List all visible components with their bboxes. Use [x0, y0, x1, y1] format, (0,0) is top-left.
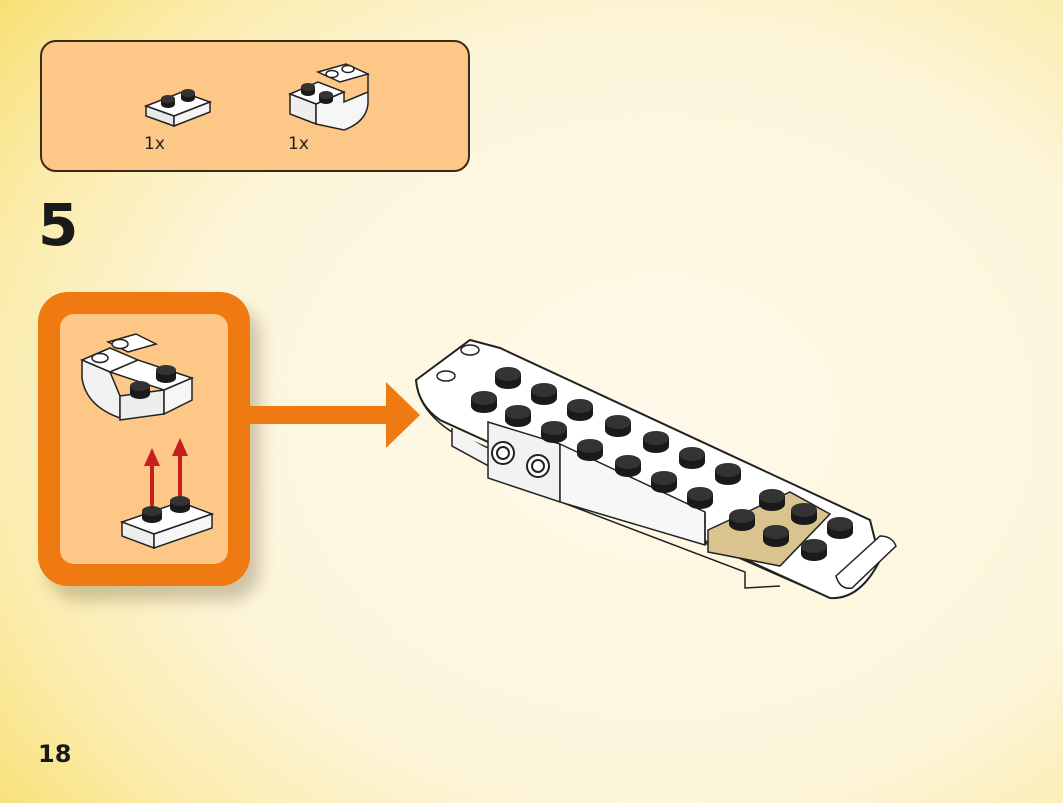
- plate-1x2-icon: [143, 63, 371, 131]
- sub-assembly-diagram: [80, 333, 215, 550]
- part-quantity-slope: 1x: [288, 134, 309, 154]
- parts-list-box: 1x 1x: [40, 40, 470, 172]
- callout-inner-panel: [60, 314, 228, 564]
- black-studs: [471, 367, 853, 561]
- step-number: 5: [38, 191, 79, 259]
- part-quantity-plate: 1x: [144, 134, 165, 154]
- sub-assembly-callout: [38, 292, 250, 586]
- page-number: 18: [38, 740, 72, 768]
- assembly-arrows: [144, 438, 188, 514]
